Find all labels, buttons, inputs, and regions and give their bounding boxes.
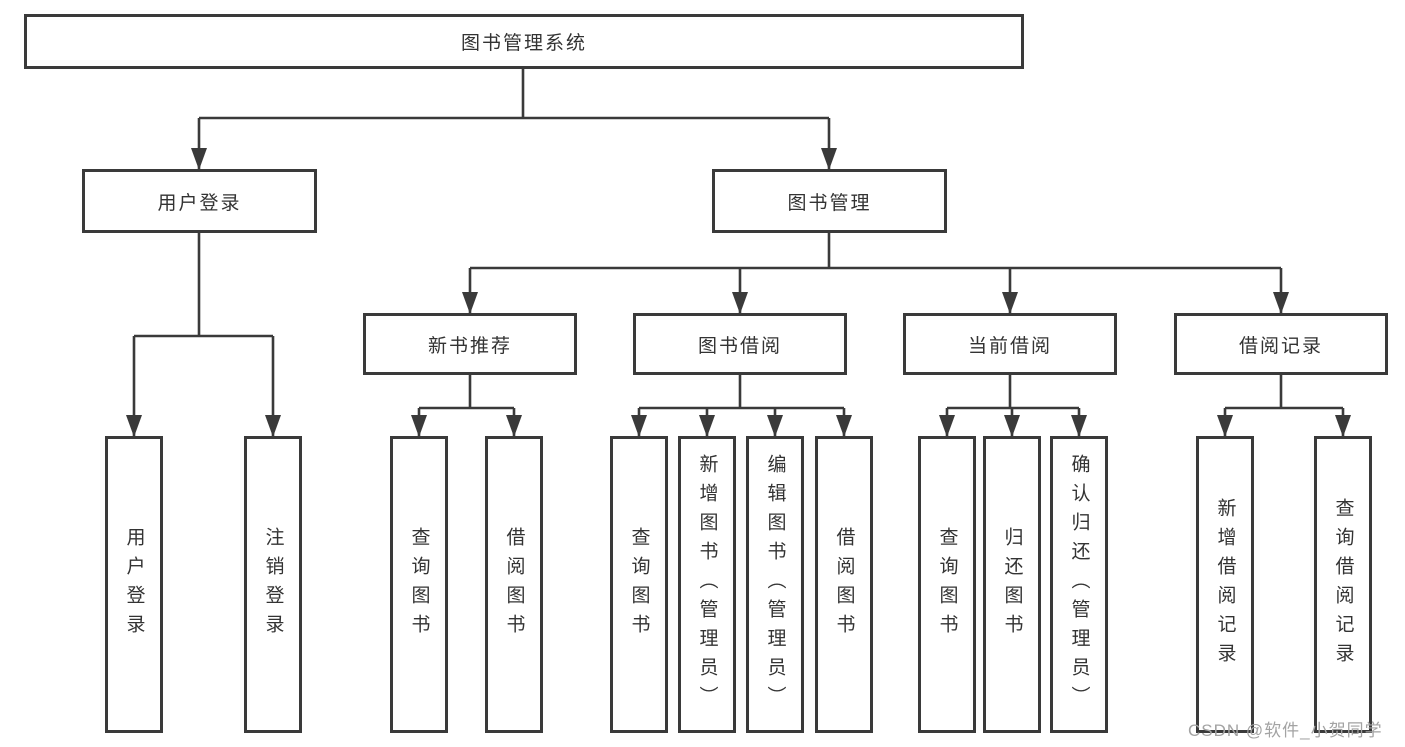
leaf-cb-confirm-return-admin: 确认归还（管理员） bbox=[1050, 436, 1108, 733]
node-new-book-recommend: 新书推荐 bbox=[363, 313, 577, 375]
node-borrow-record: 借阅记录 bbox=[1174, 313, 1388, 375]
node-book-management: 图书管理 bbox=[712, 169, 947, 233]
leaf-bb-query-book: 查询图书 bbox=[610, 436, 668, 733]
leaf-nbr-borrow-book: 借阅图书 bbox=[485, 436, 543, 733]
node-user-login: 用户登录 bbox=[82, 169, 317, 233]
leaf-cb-return-book-label: 归还图书 bbox=[1001, 526, 1023, 643]
node-root-label: 图书管理系统 bbox=[460, 33, 587, 54]
csdn-watermark: CSDN @软件_小贺同学 bbox=[1188, 721, 1383, 740]
leaf-cb-query-book: 查询图书 bbox=[918, 436, 976, 733]
node-book-management-label: 图书管理 bbox=[787, 192, 872, 214]
node-current-borrow-label: 当前借阅 bbox=[967, 335, 1052, 357]
leaf-bb-add-book-admin: 新增图书（管理员） bbox=[678, 436, 736, 733]
leaf-cb-confirm-return-admin-label: 确认归还（管理员） bbox=[1068, 454, 1090, 715]
node-book-borrow: 图书借阅 bbox=[633, 313, 847, 375]
leaf-logout-login-label: 注销登录 bbox=[262, 526, 284, 643]
node-book-borrow-label: 图书借阅 bbox=[697, 335, 782, 357]
node-borrow-record-label: 借阅记录 bbox=[1238, 335, 1323, 357]
leaf-bb-borrow-book-label: 借阅图书 bbox=[833, 526, 855, 643]
leaf-bb-add-book-admin-label: 新增图书（管理员） bbox=[696, 454, 718, 715]
leaf-nbr-query-book: 查询图书 bbox=[390, 436, 448, 733]
leaf-cb-query-book-label: 查询图书 bbox=[936, 526, 958, 643]
leaf-bb-edit-book-admin: 编辑图书（管理员） bbox=[746, 436, 804, 733]
node-user-login-label: 用户登录 bbox=[157, 192, 242, 214]
node-new-book-recommend-label: 新书推荐 bbox=[427, 335, 512, 357]
leaf-br-query-record-label: 查询借阅记录 bbox=[1332, 497, 1354, 672]
leaf-nbr-query-book-label: 查询图书 bbox=[408, 526, 430, 643]
leaf-logout-login: 注销登录 bbox=[244, 436, 302, 733]
node-root: 图书管理系统 bbox=[24, 14, 1024, 69]
leaf-bb-edit-book-admin-label: 编辑图书（管理员） bbox=[764, 454, 786, 715]
leaf-bb-borrow-book: 借阅图书 bbox=[815, 436, 873, 733]
node-current-borrow: 当前借阅 bbox=[903, 313, 1117, 375]
leaf-br-add-record-label: 新增借阅记录 bbox=[1214, 497, 1236, 672]
leaf-br-query-record: 查询借阅记录 bbox=[1314, 436, 1372, 733]
leaf-cb-return-book: 归还图书 bbox=[983, 436, 1041, 733]
leaf-br-add-record: 新增借阅记录 bbox=[1196, 436, 1254, 733]
leaf-nbr-borrow-book-label: 借阅图书 bbox=[503, 526, 525, 643]
leaf-user-login: 用户登录 bbox=[105, 436, 163, 733]
leaf-bb-query-book-label: 查询图书 bbox=[628, 526, 650, 643]
leaf-user-login-label: 用户登录 bbox=[123, 526, 145, 643]
